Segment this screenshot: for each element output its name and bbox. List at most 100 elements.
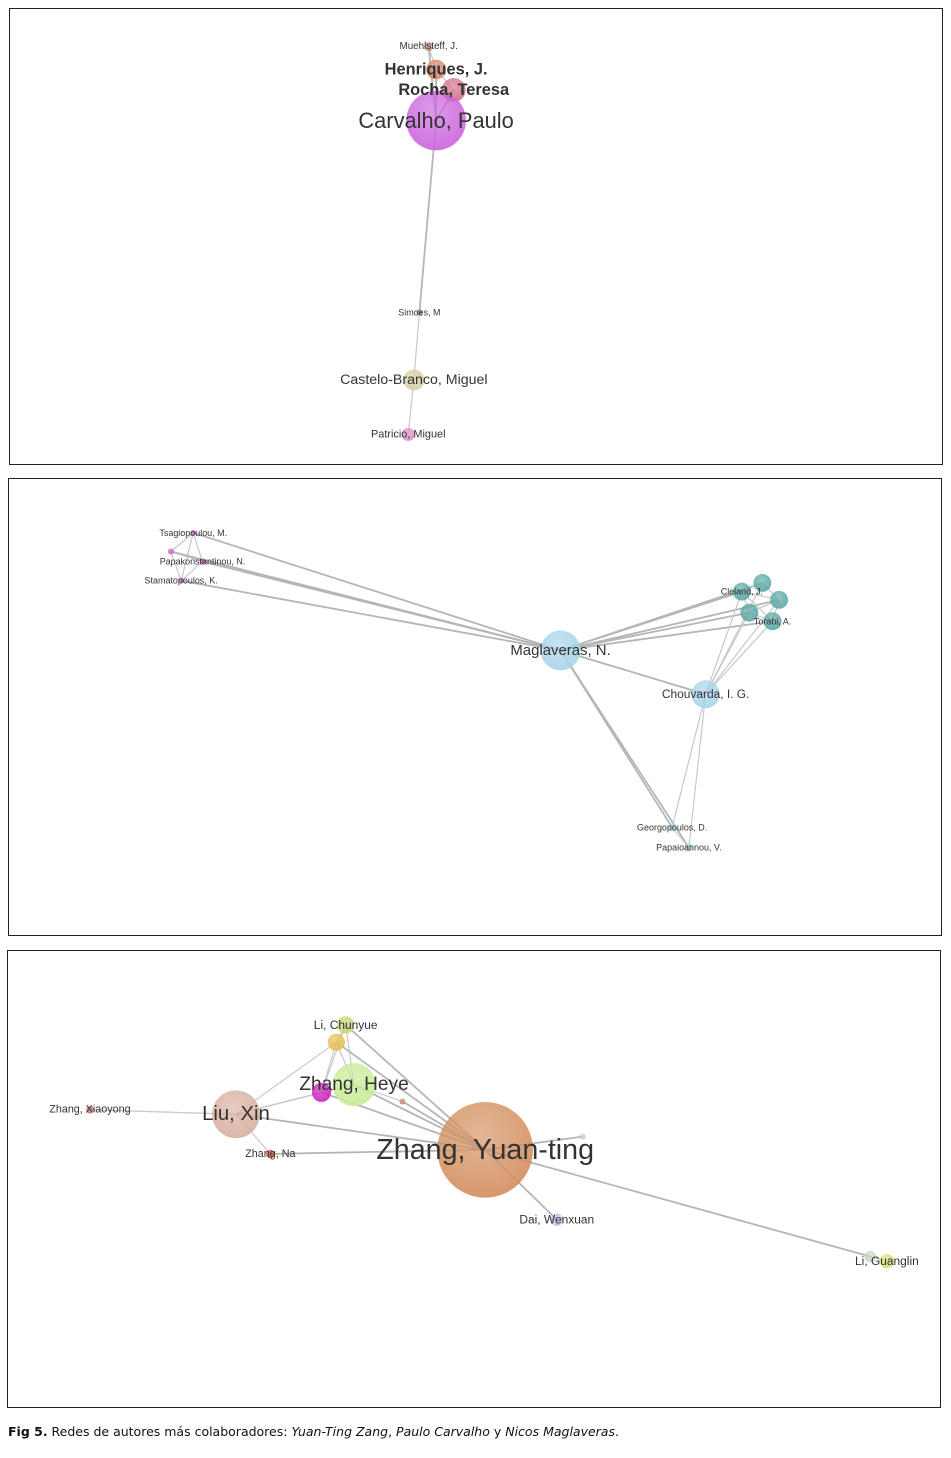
node-label-tsagio: Tsagiopoulou, M. <box>159 528 227 538</box>
edge-unlabeled_pink-stamato <box>170 551 182 581</box>
node-torabi <box>763 612 782 631</box>
node-label-muehlsteff: Muehlsteff, J. <box>400 41 458 52</box>
node-dai_wenxuan <box>550 1213 563 1226</box>
node-zhang_na <box>266 1149 275 1159</box>
node-liu_xin <box>212 1090 260 1139</box>
caption-separator: y <box>489 1424 506 1439</box>
node-label-li_guanglin: Li, Guanglin <box>855 1254 919 1268</box>
edge-carvalho-simoes <box>418 120 437 313</box>
node-maglaveras <box>540 630 581 671</box>
edge-maglaveras-chouvarda <box>560 649 706 696</box>
node-label-zhang_yuanting: Zhang, Yuan-ting <box>376 1134 594 1166</box>
caption-separator: , <box>388 1424 397 1439</box>
node-teal_right <box>770 590 789 609</box>
edge-tsagio-unlabeled_pink <box>170 532 194 552</box>
node-yellow <box>327 1033 345 1051</box>
edge-simoes-castelo <box>413 312 420 380</box>
network-panel-maglaveras: Tsagiopoulou, M. Papakonstantinou, N. Stam… <box>8 478 942 936</box>
node-label-patricio: Patricio, Miguel <box>371 428 446 440</box>
edge-maglaveras-teal_left <box>560 611 750 652</box>
node-stamato <box>178 577 185 584</box>
node-li_guanglin <box>879 1253 895 1269</box>
edge-chouvarda-papaio <box>688 694 707 848</box>
node-chouvarda <box>691 680 720 709</box>
edge-tsagio-maglaveras <box>192 531 561 652</box>
node-unlabeled_pink <box>167 548 174 555</box>
node-labels: Muehlsteff, J. Henriques, J. Rocha, Teresa… <box>340 41 514 440</box>
node-magenta <box>311 1082 332 1102</box>
node-papakon <box>199 558 206 565</box>
figure-caption: Fig 5. Redes de autores más colaboradore… <box>8 1424 619 1439</box>
edge-liu_xin-zhang_xiaoyong <box>89 1109 236 1115</box>
edge-chouvarda-torabi <box>705 620 774 695</box>
node-label-stamato: Stamatopoulos, K. <box>145 576 218 586</box>
edge-chouvarda-cleland <box>705 591 743 695</box>
node-muehlsteff <box>424 42 434 52</box>
node-tsagio <box>190 529 197 536</box>
node-label-papakon: Papakonstantinou, N. <box>160 557 246 567</box>
node-simoes <box>416 309 423 316</box>
node-label-chouvarda: Chouvarda, I. G. <box>662 687 750 701</box>
network-graph-maglaveras: Tsagiopoulou, M. Papakonstantinou, N. Stam… <box>145 528 792 853</box>
edge-maglaveras-torabi <box>560 620 773 652</box>
node-label-papaio: Papaioannou, V. <box>656 842 721 852</box>
node-label-maglaveras: Maglaveras, N. <box>510 642 610 659</box>
edge-chouvarda-georgo <box>671 694 707 828</box>
node-papaio <box>684 843 693 852</box>
caption-text: Redes de autores más colaboradores: <box>47 1424 292 1439</box>
node-label-rocha: Rocha, Teresa <box>398 81 510 99</box>
node-teal_top <box>753 574 772 592</box>
edge-georgo-papaio <box>671 827 690 848</box>
node-teal_left <box>740 603 759 622</box>
edge-maglaveras-papaio <box>559 649 690 848</box>
node-label-simoes: Simoes, M <box>398 307 440 317</box>
edge-papakon-stamato <box>180 561 203 582</box>
node-label-zhang_heye: Zhang, Heye <box>299 1074 408 1095</box>
node-carvalho <box>406 90 466 151</box>
edge-chouvarda-teal_left <box>705 612 750 695</box>
node-zhang_xiaoyong <box>86 1105 94 1114</box>
node-henriques <box>426 59 446 80</box>
edge-unlabeled_pink-maglaveras <box>170 550 561 652</box>
caption-author-3: Nicos Maglaveras <box>505 1424 615 1439</box>
network-panel-carvalho: Muehlsteff, J. Henriques, J. Rocha, Teresa… <box>9 8 943 465</box>
edges <box>170 531 780 848</box>
node-label-li_chunyue: Li, Chunyue <box>314 1018 378 1032</box>
edge-tsagio-papakon <box>192 532 204 562</box>
node-label-dai_wenxuan: Dai, Wenxuan <box>519 1213 594 1227</box>
node-small_brown <box>399 1098 406 1105</box>
edge-stamato-maglaveras <box>180 579 561 652</box>
caption-author-1: Yuan-Ting Zang <box>291 1424 389 1439</box>
nodes <box>167 529 789 852</box>
edge-zhang_yuanting-gray_right <box>484 1148 871 1258</box>
node-zhang_heye <box>332 1063 376 1107</box>
node-small_gray <box>579 1133 586 1140</box>
node-label-torabi: Torabi, A. <box>754 616 791 626</box>
node-georgo <box>668 823 677 832</box>
node-labels: Tsagiopoulou, M. Papakonstantinou, N. Stam… <box>145 528 792 853</box>
node-cleland <box>732 582 751 601</box>
nodes <box>401 42 466 441</box>
node-label-zhang_xiaoyong: Zhang, Xiaoyong <box>49 1104 130 1116</box>
node-label-henriques: Henriques, J. <box>385 61 488 79</box>
node-label-cleland: Cleland, J. <box>721 587 763 597</box>
caption-end: . <box>614 1424 619 1439</box>
node-castelo <box>403 369 425 391</box>
network-graph-carvalho: Muehlsteff, J. Henriques, J. Rocha, Teresa… <box>340 41 514 441</box>
node-li_chunyue <box>337 1016 355 1034</box>
node-label-liu_xin: Liu, Xin <box>202 1103 270 1125</box>
node-label-zhang_na: Zhang, Na <box>245 1148 295 1160</box>
caption-label: Fig 5. <box>8 1424 48 1439</box>
node-label-georgo: Georgopoulos, D. <box>637 822 707 832</box>
node-gray_right <box>864 1250 876 1263</box>
node-label-carvalho: Carvalho, Paulo <box>358 108 513 133</box>
node-patricio <box>401 427 415 441</box>
edge-maglaveras-teal_top <box>560 582 763 652</box>
caption-author-2: Paulo Carvalho <box>396 1424 490 1439</box>
node-zhang_yuanting <box>437 1102 533 1198</box>
nodes <box>86 1016 895 1269</box>
node-label-castelo: Castelo-Branco, Miguel <box>340 372 487 388</box>
